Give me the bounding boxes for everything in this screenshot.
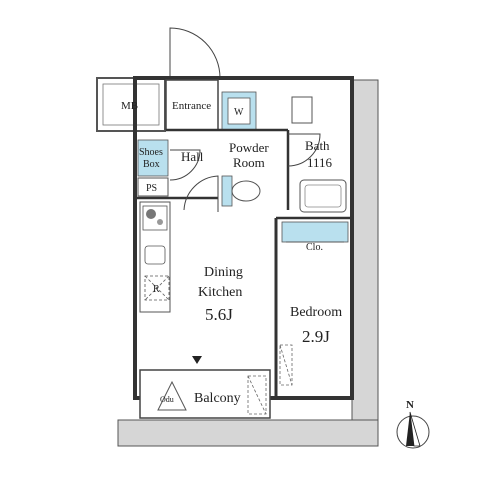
clo-label: Clo.	[306, 242, 323, 253]
shoes-box-label-2: Box	[143, 159, 160, 170]
bedroom-size: 2.9J	[302, 327, 330, 346]
hall-door-swing	[169, 149, 201, 181]
hall-label: Hall	[181, 149, 204, 164]
refrigerator-cross-2	[144, 275, 170, 301]
odu-label: Odu	[160, 395, 174, 404]
north-compass: N	[396, 399, 430, 449]
bedroom-label: Bedroom	[290, 305, 342, 320]
north-label: N	[406, 399, 414, 411]
bedroom-closet	[281, 221, 349, 243]
stove	[142, 205, 168, 231]
mb-inner	[102, 83, 160, 126]
stove-burner-2	[157, 219, 163, 225]
compass-needle-tail	[409, 411, 421, 447]
toilet-tank	[221, 175, 233, 207]
stove-burner-1	[146, 209, 156, 219]
balcony-label: Balcony	[194, 391, 241, 406]
entrance-door-swing	[169, 27, 221, 79]
bath-door-swing	[287, 133, 321, 167]
r-label: R	[153, 284, 160, 295]
compass-needle-icon	[406, 412, 414, 446]
mb-closet	[96, 77, 166, 132]
washer-inner	[227, 97, 251, 125]
w-label: W	[234, 107, 244, 118]
shoes-box	[137, 139, 169, 177]
bath-sink	[291, 96, 313, 124]
powder-room-label-1: Powder	[229, 140, 269, 155]
mb-label: MB	[121, 100, 138, 112]
toilet-bowl	[231, 180, 261, 202]
bedroom-door-cross	[279, 344, 293, 386]
dining-kitchen-label-2: Kitchen	[198, 285, 242, 300]
dining-kitchen-label-1: Dining	[204, 265, 243, 280]
balcony-storage	[247, 375, 267, 415]
bath-label-1: Bath	[305, 138, 330, 153]
outdoor-unit	[157, 380, 187, 411]
powder-room-label-2: Room	[233, 155, 265, 170]
shoes-box-label-1: Shoes	[139, 147, 163, 158]
entrance-label: Entrance	[172, 100, 211, 112]
balcony-storage-cross	[247, 375, 267, 415]
kitchen-door-swing	[183, 175, 219, 212]
window-marker	[192, 356, 202, 364]
bathtub-inner	[304, 184, 342, 208]
ps-shaft	[137, 177, 169, 197]
exterior-wall-right	[351, 79, 379, 447]
compass-dot	[396, 415, 430, 449]
ps-label: PS	[146, 183, 157, 194]
exterior-wall-bottom	[117, 419, 379, 447]
bath-label-2: 1116	[307, 155, 333, 170]
bathtub	[299, 179, 347, 213]
dining-kitchen-size: 5.6J	[205, 305, 233, 324]
kitchen-sink	[144, 245, 166, 265]
